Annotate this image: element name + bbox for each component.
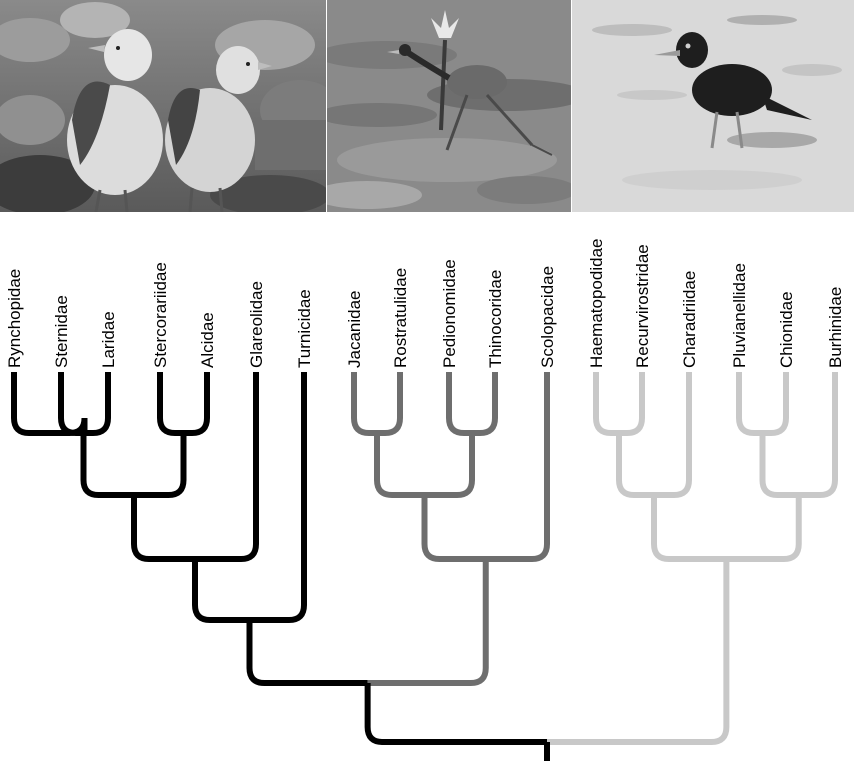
branch-lari-join — [250, 620, 368, 683]
taxon-label-jacanidae: Jacanidae — [345, 290, 364, 368]
branch-charadrii-join — [654, 495, 799, 559]
taxon-labels: Rynchopidae Sternidae Laridae Stercorariida… — [5, 239, 845, 368]
branch-glareolidae — [134, 372, 256, 559]
branch-jacanidae-rostratulidae — [354, 372, 400, 433]
taxon-label-glareolidae: Glareolidae — [247, 281, 266, 368]
taxon-label-sternidae: Sternidae — [52, 295, 71, 368]
branch-scolopacidae — [425, 372, 548, 559]
taxon-label-scolopacidae: Scolopacidae — [538, 266, 557, 368]
taxon-label-laridae: Laridae — [99, 311, 118, 368]
taxon-label-haematopodidae: Haematopodidae — [587, 239, 606, 368]
branch-root-left — [368, 683, 547, 742]
branch-pedionomidae-thinocoridae — [449, 372, 495, 433]
taxon-label-pedionomidae: Pedionomidae — [440, 259, 459, 368]
taxon-label-alcidae: Alcidae — [198, 312, 217, 368]
branch-rynchopidae-node — [14, 372, 85, 433]
taxon-label-turnicidae: Turnicidae — [295, 289, 314, 368]
taxon-label-rynchopidae: Rynchopidae — [5, 269, 24, 368]
taxon-label-charadriidae: Charadriidae — [680, 271, 699, 368]
tree-branches — [14, 372, 835, 761]
branch-larid-alcid — [84, 433, 184, 495]
branch-haematopodidae-recurvirostridae — [596, 372, 642, 433]
taxon-label-stercorariidae: Stercorariidae — [151, 262, 170, 368]
branch-pluvianellidae-chionidae — [739, 372, 786, 433]
taxon-label-chionidae: Chionidae — [777, 291, 796, 368]
taxon-label-burhinidae: Burhinidae — [826, 287, 845, 368]
branch-stercorariidae-alcidae — [160, 372, 207, 433]
branch-root-right — [547, 559, 726, 742]
taxon-label-thinocoridae: Thinocoridae — [486, 270, 505, 368]
taxon-label-pluvianellidae: Pluvianellidae — [730, 263, 749, 368]
branch-jacanid-thinocorid — [377, 433, 472, 495]
taxon-label-recurvirostridae: Recurvirostridae — [633, 244, 652, 368]
taxon-label-rostratulidae: Rostratulidae — [391, 268, 410, 368]
branch-scolopaci-join — [368, 559, 486, 683]
branch-turnicidae — [195, 372, 304, 620]
